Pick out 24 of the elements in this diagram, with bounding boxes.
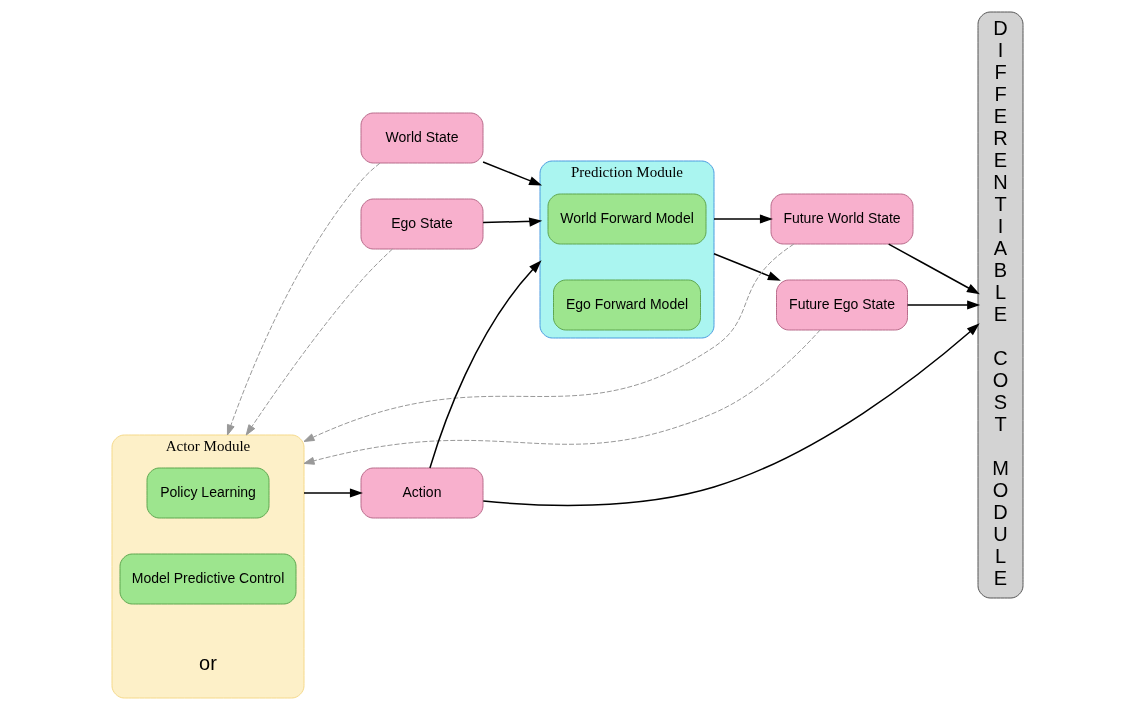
node-box: Ego Forward Model xyxy=(553,279,701,331)
arrow xyxy=(713,214,773,224)
arrow xyxy=(245,248,393,436)
node-box: World Forward Model xyxy=(547,193,707,245)
arrow xyxy=(429,260,542,469)
arrow xyxy=(887,243,980,295)
node-box: Model Predictive Control xyxy=(119,553,297,605)
node-box: Ego State xyxy=(360,198,484,250)
arrow xyxy=(482,217,543,227)
node-box: Policy Learning xyxy=(146,467,270,519)
arrow xyxy=(482,161,543,186)
label: or xyxy=(199,652,217,674)
arrow xyxy=(713,252,781,281)
node-box: DIFFERENTIABLE COST MODULE xyxy=(977,11,1024,599)
node-box: World State xyxy=(360,112,484,164)
node-box: Action xyxy=(360,467,484,519)
arrow xyxy=(303,488,363,498)
node-box: Future World State xyxy=(770,193,914,245)
node-box: Future Ego State xyxy=(776,279,908,331)
arrow xyxy=(226,162,381,436)
arrow xyxy=(482,323,980,507)
arrow xyxy=(906,300,981,310)
arrow xyxy=(303,329,821,465)
arrow xyxy=(303,243,795,442)
